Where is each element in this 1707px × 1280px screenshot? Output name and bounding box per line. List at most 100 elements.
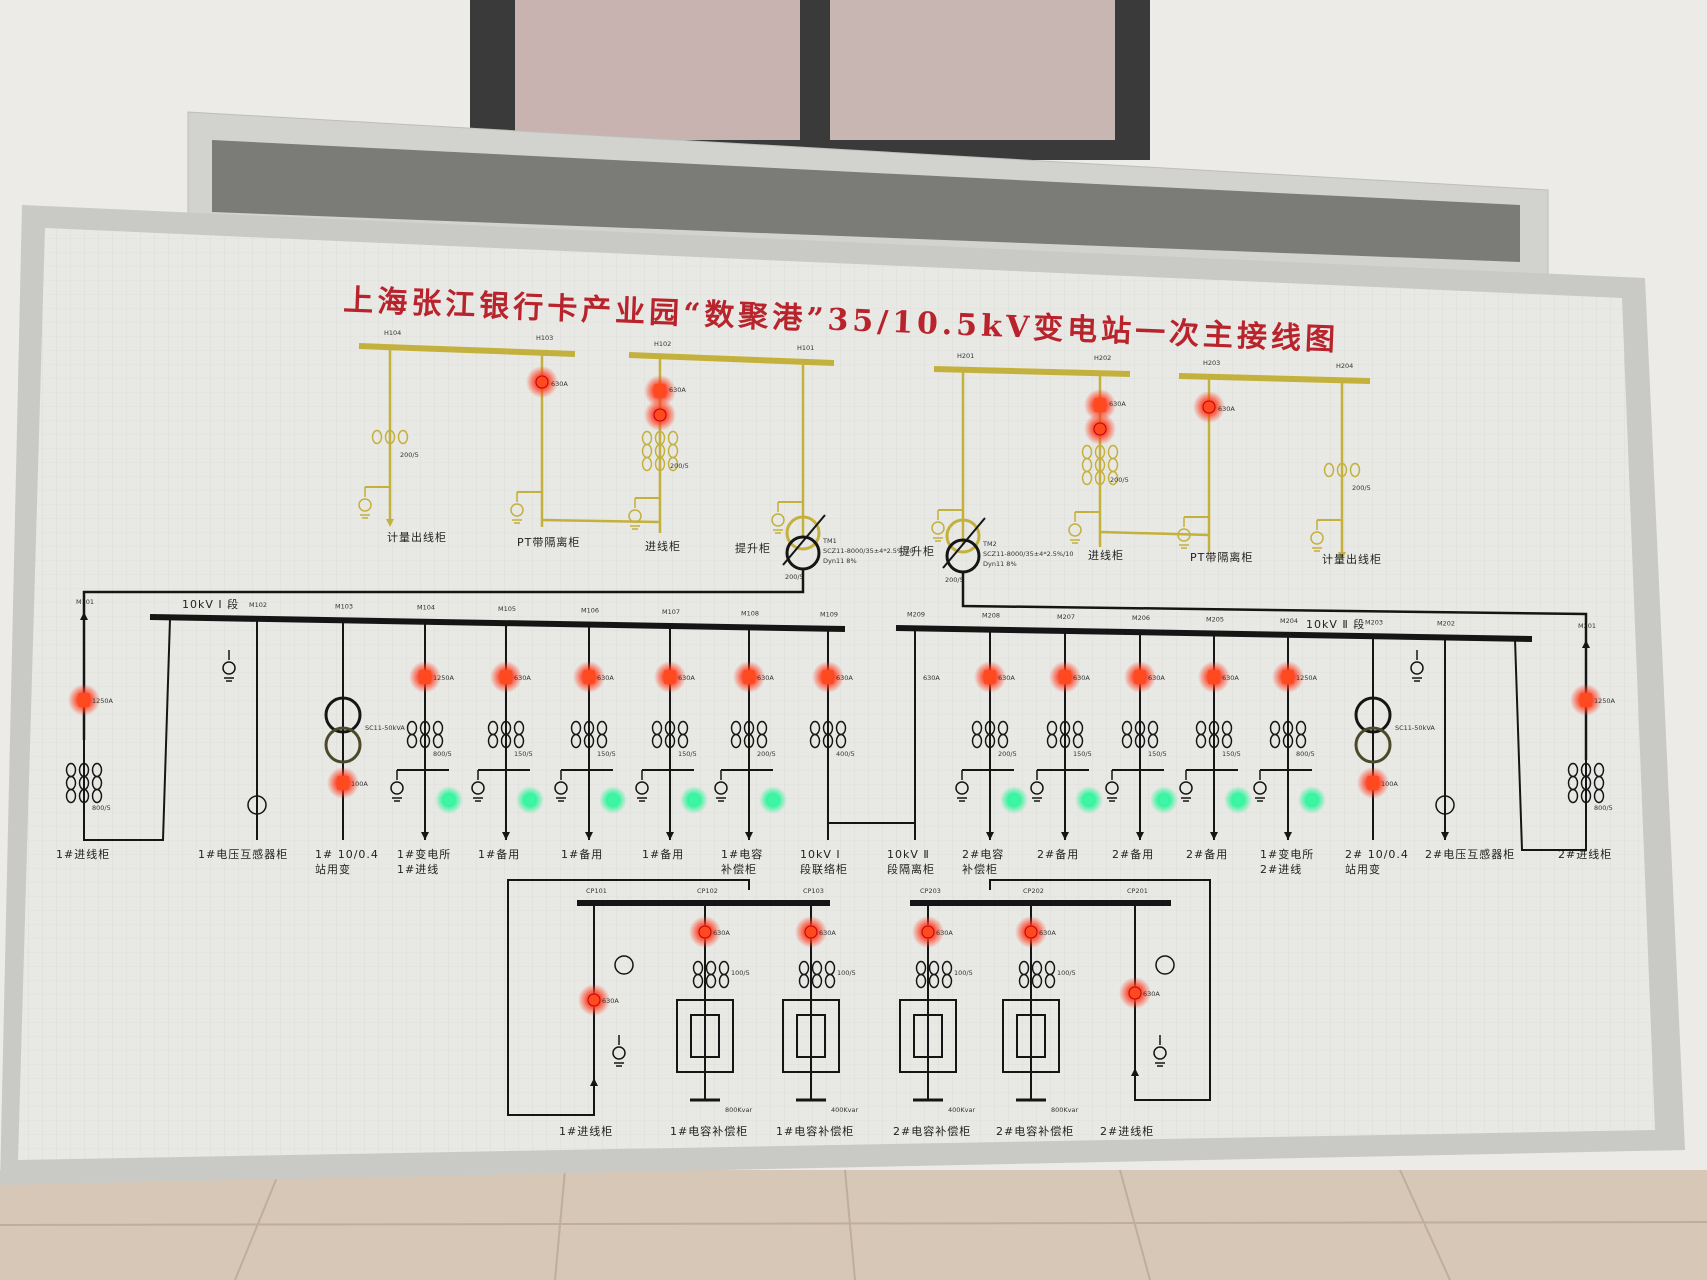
- current-transformer-icon: [654, 456, 666, 472]
- current-transformer-icon: [406, 733, 418, 749]
- rating-label: 630A: [1148, 674, 1165, 682]
- breaker-light-red[interactable]: [1202, 400, 1216, 414]
- feeder-id: H104: [384, 329, 401, 337]
- rating-label: 630A: [602, 997, 619, 1005]
- feeder-id: CP102: [697, 887, 718, 895]
- current-transformer-icon: [1208, 733, 1220, 749]
- earth-switch-light-green[interactable]: [1159, 795, 1169, 805]
- surge-arrester-icon: [554, 781, 568, 795]
- earth-switch-light-green[interactable]: [525, 795, 535, 805]
- capacitor-bank-enclosure: [1002, 999, 1060, 1073]
- feeder-id: CP203: [920, 887, 941, 895]
- cabinet-label: 1#备用: [478, 847, 520, 861]
- ct-ratio-label: 400/5: [836, 750, 855, 758]
- station-transformer-secondary-icon: [324, 726, 362, 764]
- current-transformer-icon: [419, 733, 431, 749]
- breaker-light-red[interactable]: [1580, 693, 1592, 707]
- surge-arrester-icon: [1068, 523, 1082, 537]
- rating-label: 630A: [1143, 990, 1160, 998]
- feeder-id: H102: [654, 340, 671, 348]
- current-transformer-icon: [1269, 733, 1281, 749]
- breaker-light-red[interactable]: [698, 925, 712, 939]
- earth-switch-light-green[interactable]: [608, 795, 618, 805]
- feeder-id: H203: [1203, 359, 1220, 367]
- rating-label: 630A: [597, 674, 614, 682]
- current-transformer-icon: [1336, 462, 1348, 478]
- feeder-id: M106: [581, 607, 599, 615]
- cabinet-label: 计量出线柜: [1322, 552, 1382, 566]
- capacity-label: 800Kvar: [1051, 1106, 1078, 1114]
- surge-arrester-icon: [1105, 781, 1119, 795]
- current-transformer-icon: [811, 973, 823, 989]
- current-transformer-icon: [1081, 470, 1093, 486]
- breaker-light-red[interactable]: [654, 384, 666, 398]
- current-transformer-icon: [835, 733, 847, 749]
- ct-ratio-label: 100/5: [837, 969, 856, 977]
- breaker-light-red[interactable]: [743, 670, 755, 684]
- breaker-light-red[interactable]: [1059, 670, 1071, 684]
- rating-label: 630A: [757, 674, 774, 682]
- rating-label: 630A: [551, 380, 568, 388]
- transformer-model: SCZ11-8000/35±4*2.5%/10: [983, 550, 1074, 558]
- cabinet-label: 1#进线柜: [559, 1124, 613, 1138]
- breaker-light-red[interactable]: [664, 670, 676, 684]
- transformer-name: TM1: [822, 537, 837, 545]
- breaker-light-red[interactable]: [1282, 670, 1294, 684]
- feeder-id: H204: [1336, 362, 1353, 370]
- hv-link: [1099, 530, 1210, 537]
- earth-switch-light-green[interactable]: [1084, 795, 1094, 805]
- breaker-light-red[interactable]: [500, 670, 512, 684]
- breaker-light-red[interactable]: [804, 925, 818, 939]
- current-transformer-icon: [1046, 733, 1058, 749]
- current-transformer-icon: [718, 973, 730, 989]
- feeder-id: M206: [1132, 614, 1150, 622]
- bus-tie-link: [827, 760, 916, 824]
- earth-switch-light-green[interactable]: [689, 795, 699, 805]
- breaker-light-red[interactable]: [1094, 398, 1106, 412]
- current-transformer-icon: [1195, 733, 1207, 749]
- cabinet-label: 2#电压互感器柜: [1425, 848, 1515, 861]
- feeder-id: M101: [76, 598, 94, 606]
- breaker-light-red[interactable]: [419, 670, 431, 684]
- breaker-light-red[interactable]: [1128, 986, 1142, 1000]
- ct-ratio-label: 200/5: [945, 576, 964, 584]
- earth-switch-light-green[interactable]: [1307, 795, 1317, 805]
- breaker-light-red[interactable]: [587, 993, 601, 1007]
- earth-switch-light-green[interactable]: [1233, 795, 1243, 805]
- cabinet-label: 1#变电所: [1260, 847, 1314, 861]
- cabinet-label: 进线柜: [645, 539, 681, 553]
- surge-arrester-icon: [222, 661, 236, 675]
- breaker-light-red[interactable]: [1093, 422, 1107, 436]
- current-transformer-icon: [1094, 470, 1106, 486]
- breaker-light-red[interactable]: [921, 925, 935, 939]
- station-transformer-primary-icon: [324, 696, 362, 734]
- surge-arrester-icon: [1030, 781, 1044, 795]
- breaker-light-red[interactable]: [1024, 925, 1038, 939]
- breaker-light-red[interactable]: [822, 670, 834, 684]
- breaker-light-red[interactable]: [1367, 776, 1379, 790]
- current-transformer-icon: [692, 973, 704, 989]
- current-transformer-icon: [705, 973, 717, 989]
- earth-switch-light-green[interactable]: [768, 795, 778, 805]
- breaker-light-red[interactable]: [1134, 670, 1146, 684]
- feeder-id: CP103: [803, 887, 824, 895]
- feeder-id: CP101: [586, 887, 607, 895]
- breaker-light-red[interactable]: [653, 408, 667, 422]
- breaker-light-red[interactable]: [337, 776, 349, 790]
- breaker-light-red[interactable]: [535, 375, 549, 389]
- rating-label: 630A: [1218, 405, 1235, 413]
- current-transformer-icon: [1134, 733, 1146, 749]
- current-transformer-icon: [798, 973, 810, 989]
- breaker-light-red[interactable]: [984, 670, 996, 684]
- breaker-light-red[interactable]: [1208, 670, 1220, 684]
- breaker-light-red[interactable]: [583, 670, 595, 684]
- earth-switch-light-green[interactable]: [1009, 795, 1019, 805]
- ct-ratio-label: 200/5: [785, 573, 804, 581]
- arrow-down-icon: [421, 832, 429, 840]
- rating-label: 1250A: [92, 697, 114, 705]
- ct-ratio-label: 150/5: [597, 750, 616, 758]
- earth-switch-light-green[interactable]: [444, 795, 454, 805]
- cabinet-label: 计量出线柜: [387, 530, 447, 544]
- breaker-light-red[interactable]: [78, 693, 90, 707]
- vent-grille: [212, 140, 1520, 262]
